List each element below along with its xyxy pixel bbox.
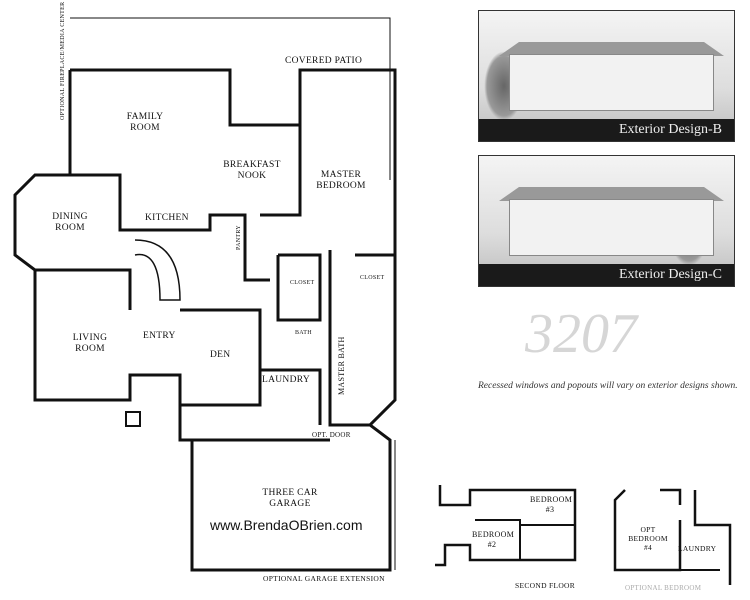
exterior-design-b-image: Exterior Design-B bbox=[478, 10, 735, 142]
optional-bedroom-title: OPTIONAL BEDROOM bbox=[625, 584, 702, 592]
exterior-design-c-image: Exterior Design-C bbox=[478, 155, 735, 287]
laundry-label: LAUNDRY bbox=[262, 375, 311, 385]
kitchen-label: KITCHEN bbox=[145, 213, 189, 223]
bedroom-3-label: BEDROOM #3 bbox=[530, 495, 573, 514]
bedroom-2-label: BEDROOM #2 bbox=[472, 530, 515, 549]
exterior-design-b-caption: Exterior Design-B bbox=[479, 119, 734, 141]
second-floor-title: SECOND FLOOR bbox=[515, 581, 576, 590]
plan-number: 3207 bbox=[525, 303, 637, 365]
garage-label: THREE CAR GARAGE bbox=[262, 488, 318, 509]
closet-label: CLOSET bbox=[290, 280, 315, 286]
breakfast-nook-label: BREAKFAST NOOK bbox=[223, 160, 281, 181]
master-bath-label: MASTER BATH bbox=[337, 336, 346, 395]
house-shape bbox=[509, 199, 714, 256]
closet-label: CLOSET bbox=[360, 275, 385, 281]
covered-patio-label: COVERED PATIO bbox=[285, 56, 363, 66]
fireplace-label: OPTIONAL FIREPLACE/MEDIA CENTER bbox=[60, 1, 66, 120]
exterior-design-c-caption: Exterior Design-C bbox=[479, 264, 734, 286]
master-bedroom-label: MASTER BEDROOM bbox=[316, 170, 366, 191]
garage-extension-label: OPTIONAL GARAGE EXTENSION bbox=[263, 574, 385, 583]
living-room-label: LIVING ROOM bbox=[72, 333, 108, 354]
opt-bedroom-4-label: OPT BEDROOM #4 bbox=[628, 525, 668, 552]
dining-room-label: DINING ROOM bbox=[52, 212, 88, 233]
opt-door-label: OPT. DOOR bbox=[312, 431, 351, 439]
website-watermark: www.BrendaOBrien.com bbox=[208, 517, 365, 533]
bath-label: BATH bbox=[295, 330, 312, 336]
pantry-label: PANTRY bbox=[236, 225, 242, 250]
optional-laundry-label: LAUNDRY bbox=[678, 544, 717, 553]
den-label: DEN bbox=[210, 350, 231, 360]
house-shape bbox=[509, 54, 714, 111]
roof-shape bbox=[499, 42, 724, 56]
entry-label: ENTRY bbox=[143, 331, 176, 341]
exterior-caption: Recessed windows and popouts will vary o… bbox=[478, 381, 738, 391]
roof-shape bbox=[499, 187, 724, 201]
family-room-label: FAMILY ROOM bbox=[126, 112, 164, 133]
